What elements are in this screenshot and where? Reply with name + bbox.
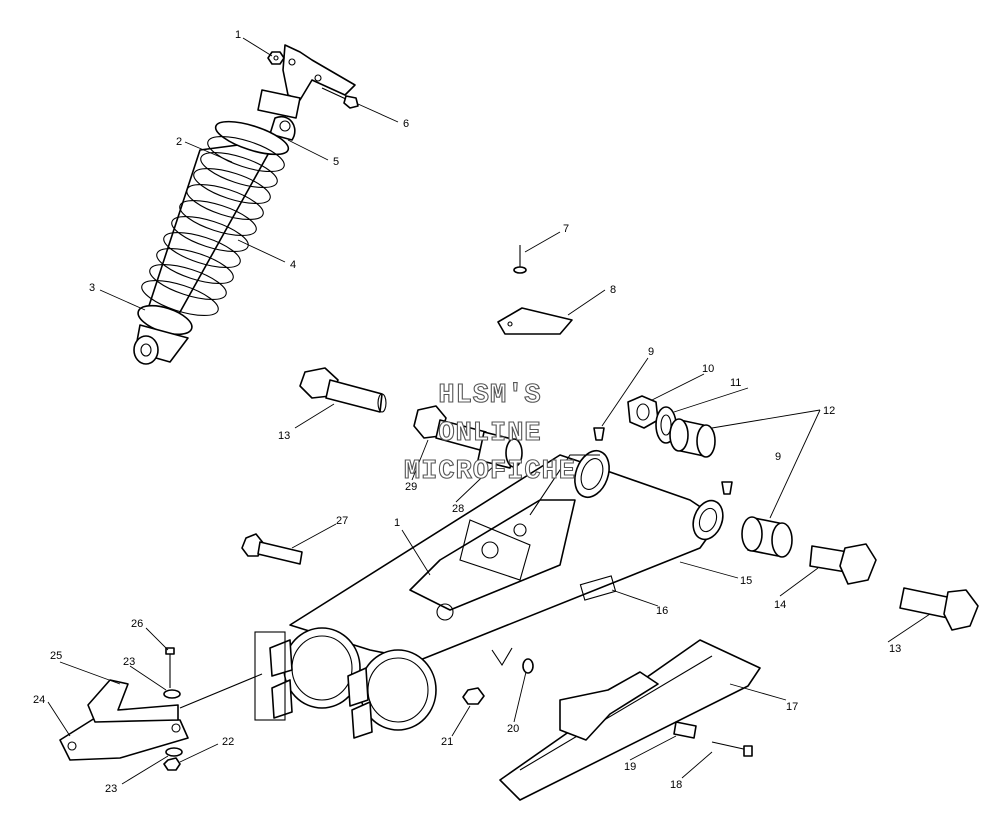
washer-20	[491, 647, 534, 674]
nut-21	[462, 687, 485, 705]
callout-17: 17	[786, 701, 798, 713]
callout-21: 21	[441, 736, 453, 748]
callout-11: 11	[730, 377, 741, 389]
leader-lines	[47, 37, 931, 785]
callout-9-upper: 9	[648, 346, 654, 358]
callout-19: 19	[624, 761, 636, 773]
callout-15: 15	[740, 575, 752, 587]
bushing-12-lower	[741, 516, 793, 558]
callout-14: 14	[774, 599, 786, 611]
spacer-19	[673, 721, 697, 739]
bolt-6	[321, 87, 359, 109]
upper-mount-bracket	[282, 44, 356, 101]
callout-7: 7	[563, 223, 569, 235]
plate-8	[497, 307, 573, 335]
callout-4: 4	[290, 259, 296, 271]
washer-23-upper	[163, 689, 181, 699]
callout-3: 3	[89, 282, 95, 294]
watermark-line-1: HLSM'S	[438, 381, 541, 411]
callout-29: 29	[405, 481, 417, 493]
callout-22: 22	[222, 736, 234, 748]
shaft-14	[809, 543, 877, 585]
callout-24: 24	[33, 694, 45, 706]
grease-fitting-9-upper	[593, 427, 605, 441]
callout-23-upper: 23	[123, 656, 135, 668]
callout-10: 10	[702, 363, 714, 375]
bolt-13-left	[299, 367, 387, 413]
bolt-29	[413, 405, 487, 451]
callout-20: 20	[507, 723, 519, 735]
callout-1-frame: 1	[394, 517, 400, 529]
watermark-line-2: ONLINE	[438, 419, 541, 449]
callout-13-right: 13	[889, 643, 901, 655]
callout-8: 8	[610, 284, 616, 296]
rod	[179, 673, 263, 709]
callout-1: 1	[235, 29, 241, 41]
slide-rail-17	[499, 639, 761, 801]
bolt-13-right	[899, 587, 979, 631]
rivet-7	[513, 245, 527, 274]
callout-12: 12	[823, 405, 835, 417]
bolt-26	[165, 647, 175, 688]
callout-27: 27	[336, 515, 348, 527]
bushing-28	[477, 431, 523, 469]
callout-23-lower: 23	[105, 783, 117, 795]
bracket-24-25	[59, 679, 189, 761]
grease-fitting-9-lower	[721, 481, 733, 495]
nut-10	[627, 395, 659, 429]
callout-16: 16	[656, 605, 668, 617]
swing-arm	[289, 449, 724, 661]
callout-5: 5	[333, 156, 339, 168]
watermark-line-3: MICROFICHE	[404, 457, 576, 487]
watermark: HLSM'S ONLINE MICROFICHE	[403, 380, 576, 487]
callout-28: 28	[452, 503, 464, 515]
bushing-12-upper	[669, 418, 716, 458]
nut-1	[267, 51, 285, 65]
callout-13-left: 13	[278, 430, 290, 442]
callout-26: 26	[131, 618, 143, 630]
callout-6: 6	[403, 118, 409, 130]
callout-labels: 1 2 3 4 5 6 7 8 9 9 10 11 12 13 13 14 15…	[33, 29, 901, 795]
nut-22	[163, 757, 181, 771]
callout-2: 2	[176, 136, 182, 148]
callout-25: 25	[50, 650, 62, 662]
bolt-27	[241, 533, 303, 565]
callout-18: 18	[670, 779, 682, 791]
shock-absorber	[133, 89, 301, 365]
callout-9-lower: 9	[775, 451, 781, 463]
clamp-rings	[254, 627, 437, 739]
washer-23-lower	[165, 747, 183, 757]
bolt-18	[711, 741, 753, 757]
